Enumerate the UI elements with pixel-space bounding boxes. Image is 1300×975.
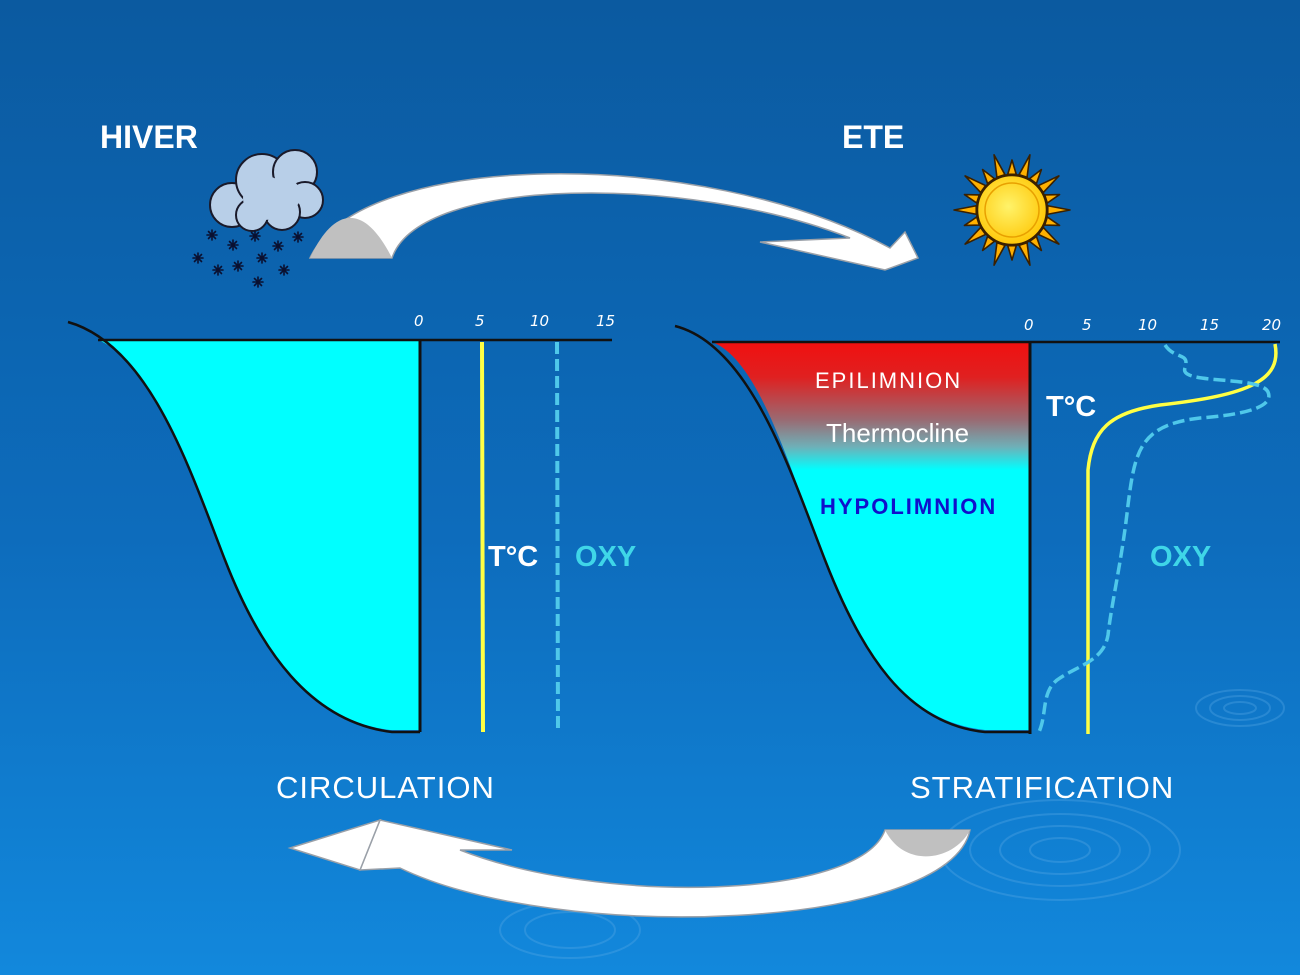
phase-circulation: CIRCULATION xyxy=(276,770,495,805)
summer-lake-water xyxy=(712,342,1030,730)
summer-tick-10: 10 xyxy=(1138,316,1157,334)
arrow-summer-to-winter xyxy=(287,818,971,918)
summer-oxy-label: OXY xyxy=(1150,541,1211,573)
summer-tick-0: 0 xyxy=(1024,316,1034,334)
phase-stratification: STRATIFICATION xyxy=(910,770,1174,805)
summer-temp-label: T°C xyxy=(1046,391,1096,423)
layer-epilimnion: EPILIMNION xyxy=(815,368,962,393)
summer-tick-15: 15 xyxy=(1200,316,1219,334)
winter-temperature-line xyxy=(480,341,485,733)
sun-icon xyxy=(953,154,1071,266)
winter-lake-bed xyxy=(67,320,420,734)
winter-tick-10: 10 xyxy=(530,312,549,330)
winter-tick-0: 0 xyxy=(414,312,424,330)
layer-thermocline: Thermocline xyxy=(826,418,969,448)
season-summer: ETE xyxy=(842,119,904,155)
layer-hypolimnion: HYPOLIMNION xyxy=(820,494,997,519)
summer-lake-bed xyxy=(674,324,1030,734)
water-ripples xyxy=(499,689,1285,959)
summer-panel: 0 5 10 15 20 EPILIMNION Thermocline HYPO… xyxy=(674,316,1281,735)
winter-panel: 0 5 10 15 T°C OXY xyxy=(67,312,636,734)
winter-lake-water xyxy=(98,340,420,730)
winter-oxy-label: OXY xyxy=(575,541,636,573)
arrow-winter-to-summer xyxy=(308,173,920,271)
winter-oxygen-line xyxy=(555,341,560,733)
summer-oxygen-line xyxy=(1036,343,1271,735)
summer-tick-5: 5 xyxy=(1082,316,1092,334)
winter-tick-5: 5 xyxy=(475,312,485,330)
summer-temperature-line xyxy=(1086,343,1278,734)
snow-cloud-icon xyxy=(192,149,324,288)
winter-tick-15: 15 xyxy=(596,312,615,330)
summer-tick-20: 20 xyxy=(1262,316,1281,334)
season-winter: HIVER xyxy=(100,119,198,155)
winter-temp-label: T°C xyxy=(488,541,538,573)
